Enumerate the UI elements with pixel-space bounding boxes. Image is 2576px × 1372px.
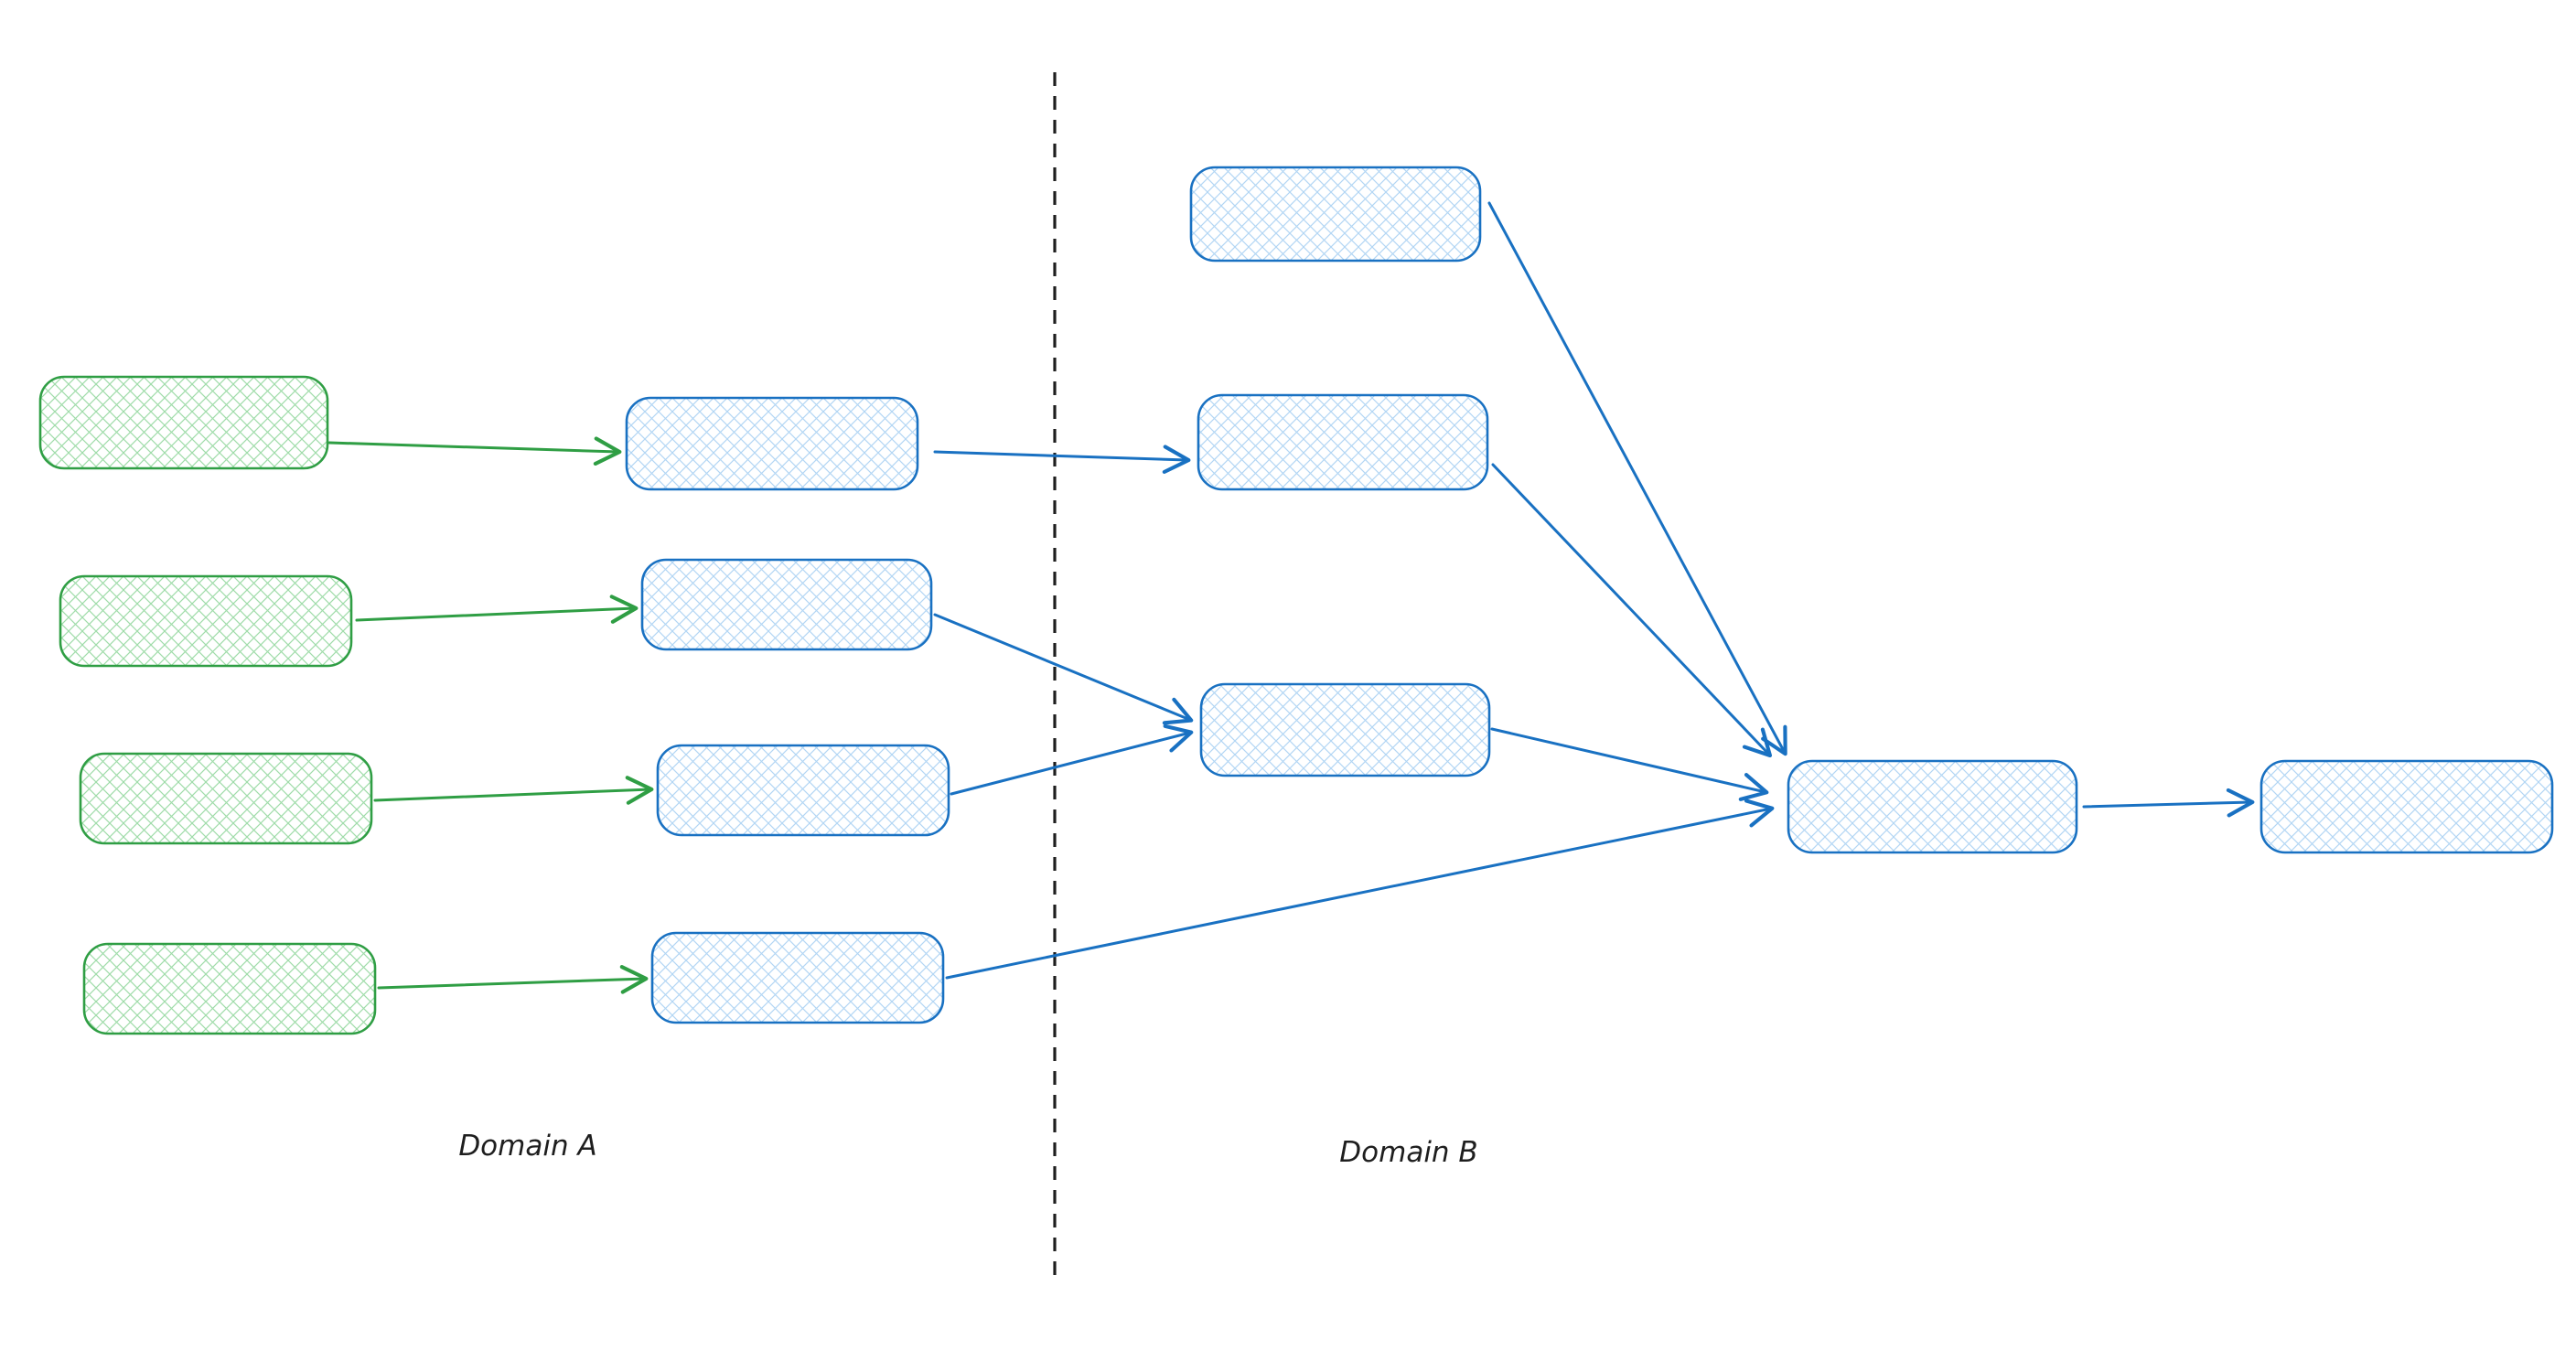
- node-domain-a-node-2: [640, 558, 933, 651]
- arrow-b3-to-hub: [1490, 727, 1769, 801]
- node-domain-a-node-3: [656, 744, 950, 837]
- arrow-hub-to-output: [2082, 788, 2255, 818]
- arrow-source-2-to-a2: [355, 595, 639, 624]
- node-domain-a-source-1: [38, 375, 329, 470]
- arrow-source-3-to-a3: [373, 776, 654, 805]
- arrow-a1-to-b2: [933, 445, 1191, 474]
- arrow-source-4-to-a4: [377, 965, 649, 994]
- node-domain-b-node-2: [1197, 393, 1489, 491]
- node-domain-b-hub-shape: [1787, 759, 2078, 854]
- node-domain-b-node-1-shape: [1189, 166, 1482, 263]
- node-domain-b-node-2-shape: [1197, 393, 1489, 491]
- arrow-b1-to-hub: [1487, 201, 1787, 756]
- node-domain-a-node-1-shape: [625, 396, 919, 491]
- node-domain-b-output-shape: [2259, 759, 2554, 854]
- node-domain-a-source-1-shape: [38, 375, 329, 470]
- domain-b-label: Domain B: [1339, 1136, 1477, 1169]
- arrow-a2-to-b3: [933, 613, 1194, 725]
- node-domain-a-source-2: [59, 574, 353, 668]
- node-domain-a-node-4: [650, 931, 945, 1024]
- node-domain-a-node-4-shape: [650, 931, 945, 1024]
- node-domain-a-source-4-shape: [82, 942, 377, 1035]
- node-domain-b-node-1: [1189, 166, 1482, 263]
- node-domain-a-source-2-shape: [59, 574, 353, 668]
- node-domain-a-node-2-shape: [640, 558, 933, 651]
- arrow-b2-to-hub: [1491, 463, 1773, 758]
- node-domain-b-output: [2259, 759, 2554, 854]
- arrow-a4-to-hub: [945, 799, 1775, 980]
- node-domain-b-hub: [1787, 759, 2078, 854]
- node-domain-a-node-3-shape: [656, 744, 950, 837]
- domain-a-label: Domain A: [458, 1130, 596, 1163]
- node-domain-a-node-1: [625, 396, 919, 491]
- arrow-a3-to-b3: [950, 724, 1194, 796]
- node-domain-b-node-3-shape: [1199, 682, 1491, 777]
- arrow-source-1-to-a1: [327, 436, 622, 466]
- node-domain-a-source-3-shape: [79, 752, 373, 845]
- node-domain-b-node-3: [1199, 682, 1491, 777]
- node-domain-a-source-4: [82, 942, 377, 1035]
- node-domain-a-source-3: [79, 752, 373, 845]
